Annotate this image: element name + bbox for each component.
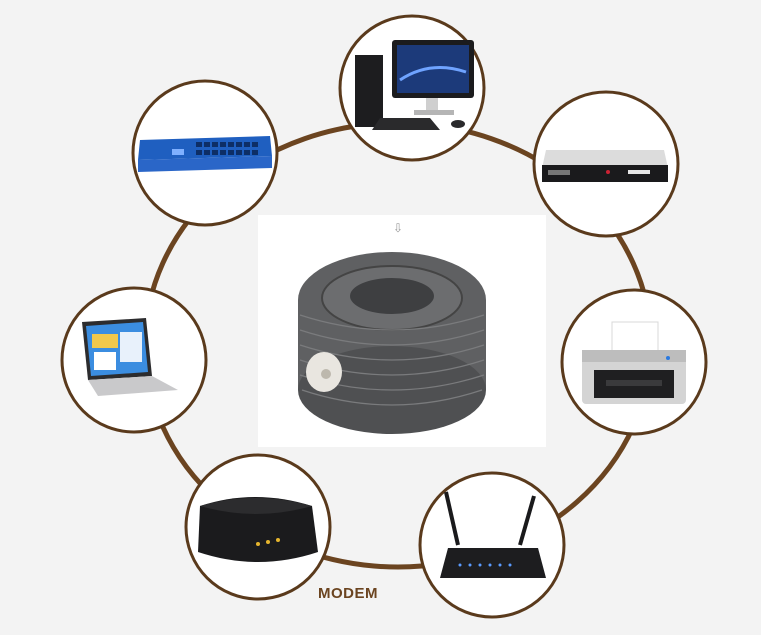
set-top-box-icon [542, 150, 668, 182]
network-switch-icon [138, 136, 272, 172]
node-modem [184, 453, 332, 601]
laptop-icon [82, 318, 178, 396]
node-switch [131, 79, 279, 227]
modem-icon [198, 497, 318, 562]
node-set-top-box [532, 90, 680, 238]
node-printer [560, 288, 708, 436]
printer-icon [582, 321, 686, 404]
node-router [418, 471, 566, 619]
svg-text:⇩: ⇩ [393, 221, 403, 235]
cable-coil-panel: ⇩ [258, 215, 546, 447]
modem-label: MODEM [318, 585, 378, 602]
node-laptop [60, 286, 208, 434]
node-desktop [338, 14, 486, 162]
cable-coil-icon [298, 252, 486, 434]
desktop-computer-icon [355, 40, 474, 130]
wifi-router-icon [440, 491, 546, 578]
